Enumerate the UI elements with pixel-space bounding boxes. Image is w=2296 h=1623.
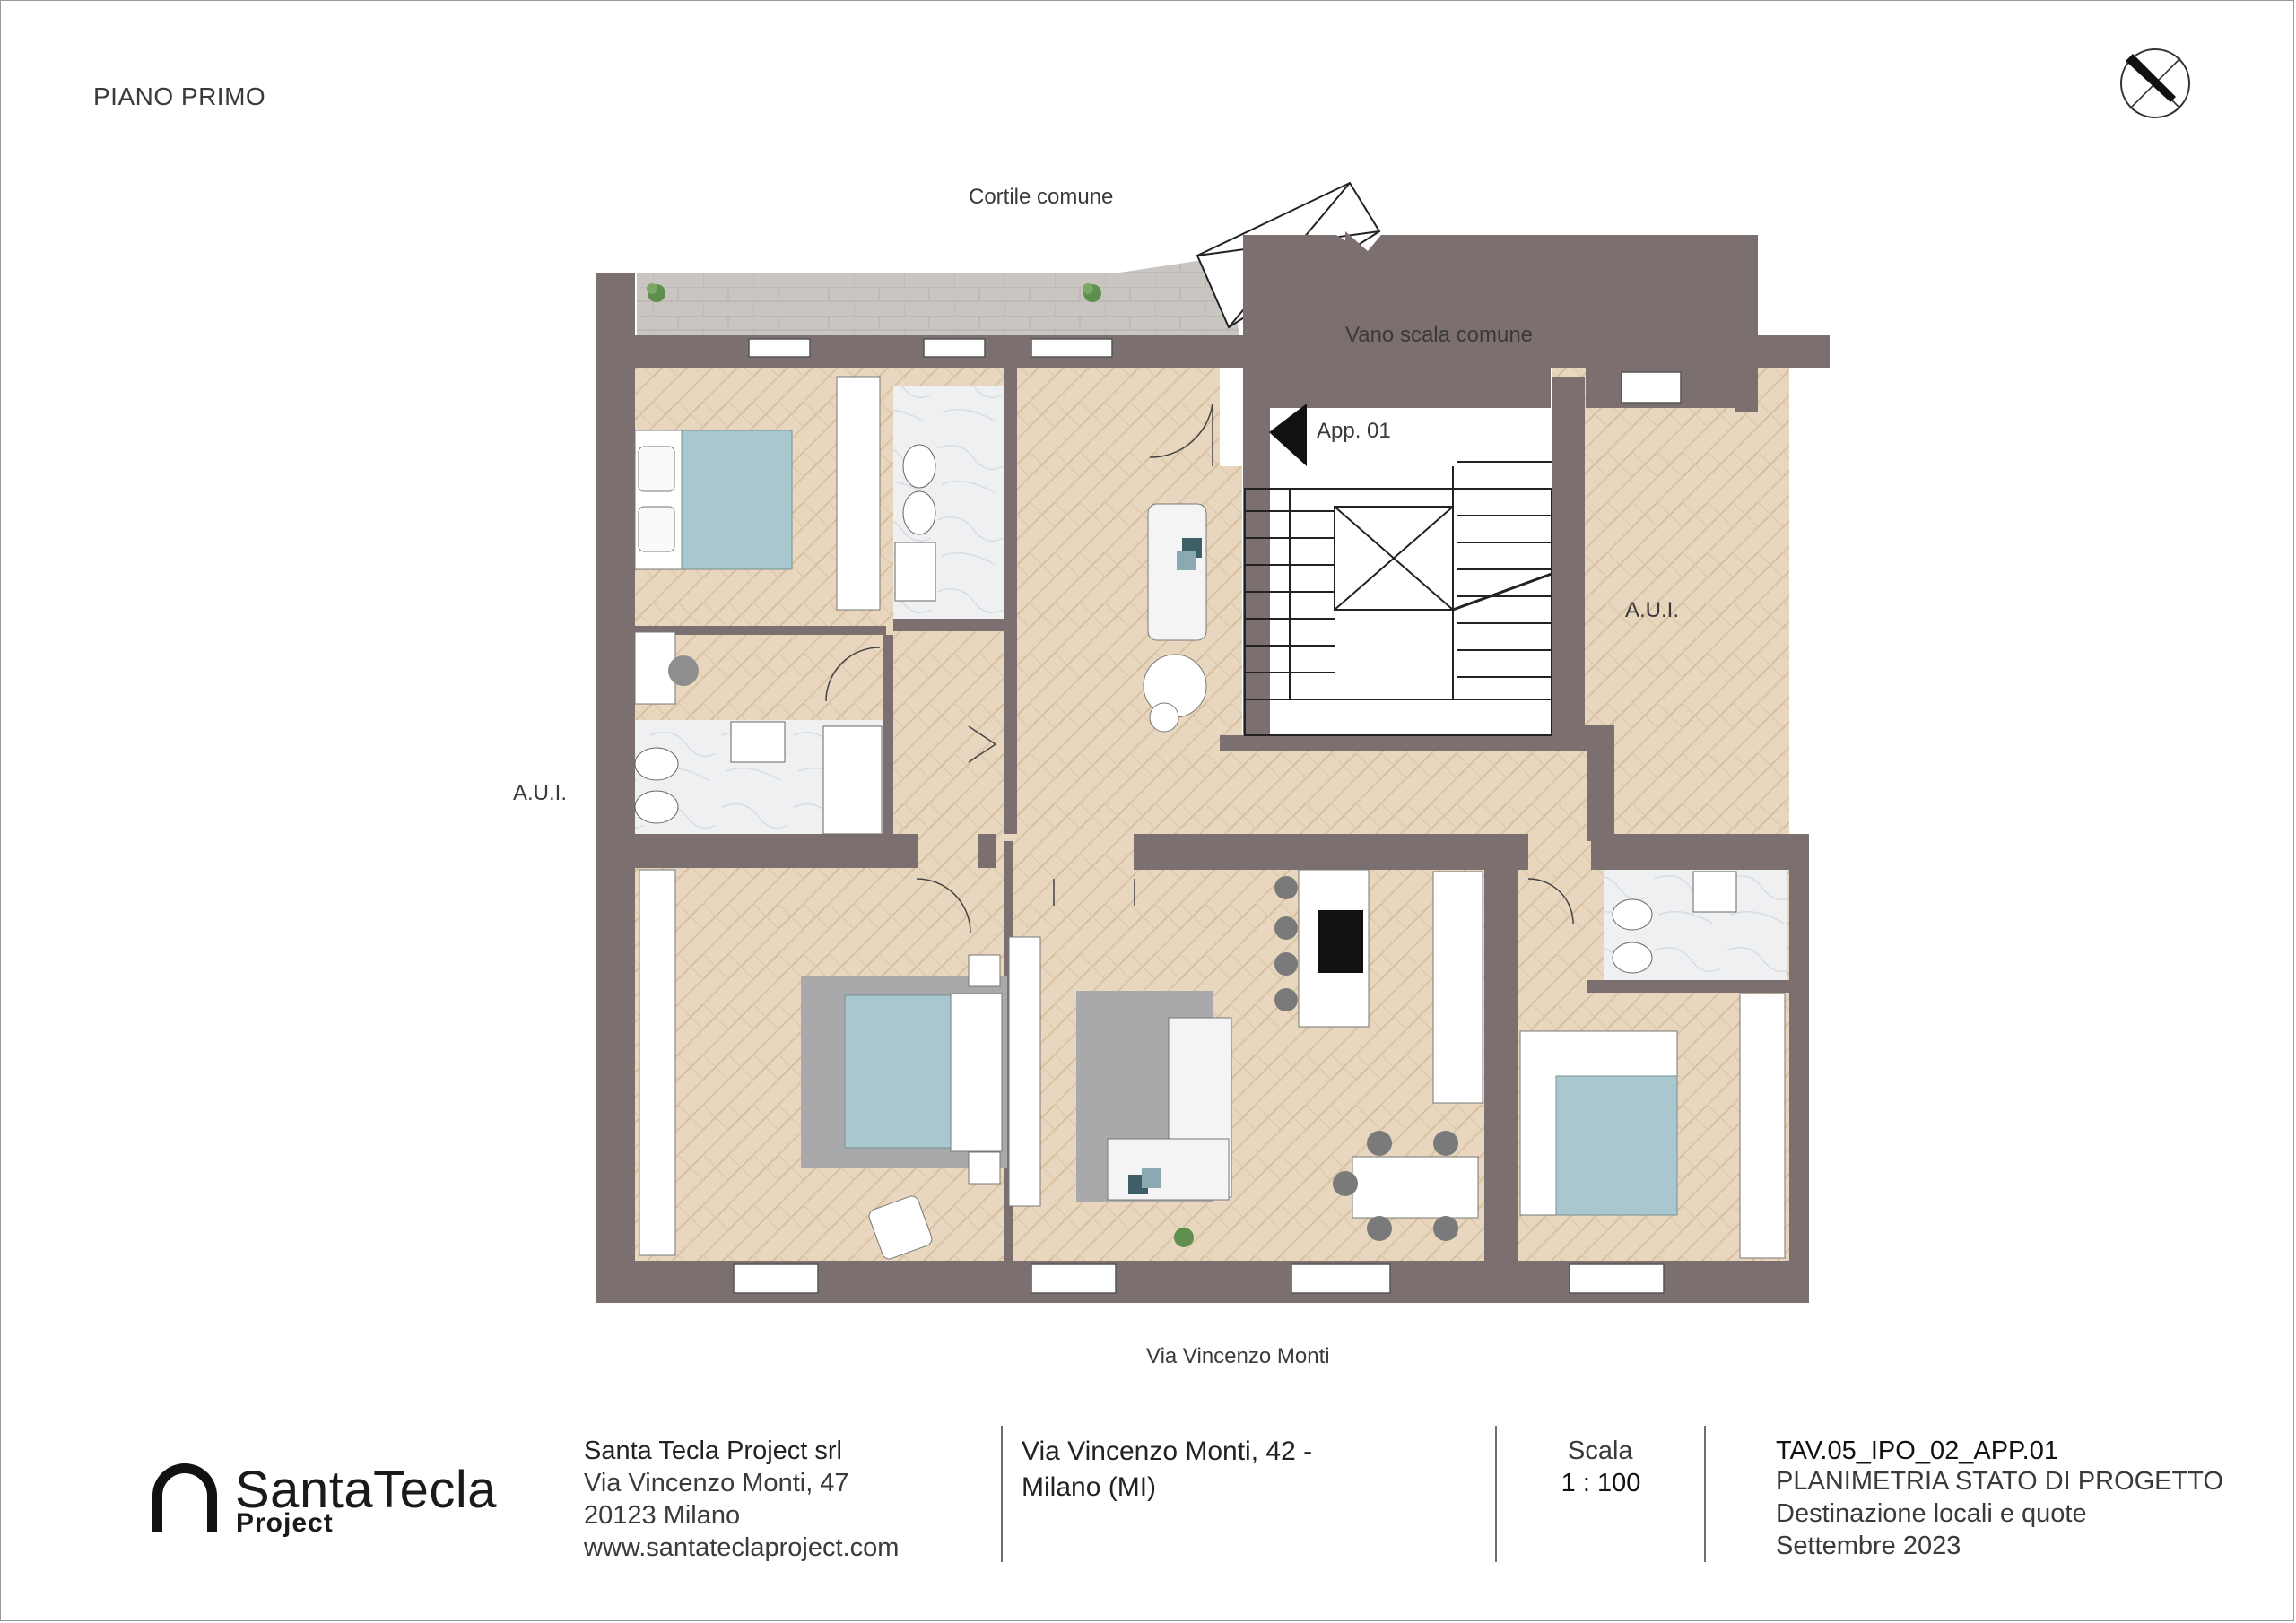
- label-aui-left: A.U.I.: [513, 781, 567, 805]
- scale-value: 1 : 100: [1561, 1469, 1641, 1497]
- stair-steps-right: [1457, 461, 1552, 678]
- scale-label: Scala: [1568, 1436, 1633, 1465]
- windows-bottom: [733, 1263, 1665, 1294]
- arch-logo-icon: [152, 1463, 217, 1532]
- divider-2: [1495, 1426, 1497, 1562]
- company-name: Santa Tecla Project srl: [584, 1436, 842, 1465]
- title-block: [0, 1417, 2296, 1623]
- stair-steps-left: [1245, 510, 1335, 673]
- divider-3: [1704, 1426, 1706, 1562]
- floor-label: PIANO PRIMO: [93, 82, 266, 110]
- chair-1: [668, 655, 699, 686]
- company-address: Via Vincenzo Monti, 47: [584, 1469, 849, 1497]
- windows-top: [748, 338, 1682, 404]
- bedroom-3: [1519, 993, 1786, 1259]
- label-stairwell: Vano scala comune: [1345, 323, 1533, 347]
- company-website: www.santateclaproject.com: [584, 1533, 900, 1562]
- drawing-code: TAV.05_IPO_02_APP.01: [1776, 1436, 2058, 1465]
- living-area: [1076, 991, 1232, 1202]
- divider-1: [1001, 1426, 1003, 1562]
- drawing-subtitle: Destinazione locali e quote: [1776, 1499, 2087, 1528]
- plant-terrace-right: [1083, 283, 1101, 302]
- brand-subtitle: Project: [236, 1508, 334, 1538]
- door-swings: [825, 403, 1574, 933]
- tv-unit: [1008, 936, 1041, 1207]
- bedroom-2: [639, 869, 1007, 1260]
- stairs: [1244, 461, 1552, 736]
- bed-1: [634, 430, 793, 570]
- label-courtyard: Cortile comune: [969, 185, 1113, 209]
- apartment-entry-arrow-icon: [1269, 404, 1307, 466]
- stool-small: [1149, 702, 1179, 733]
- wardrobe-1: [836, 376, 881, 611]
- project-address-line2: Milano (MI): [1022, 1472, 1157, 1502]
- dining-table: [1333, 1131, 1479, 1241]
- brand-name: SantaTecla: [235, 1461, 497, 1519]
- company-city: 20123 Milano: [584, 1501, 741, 1530]
- label-street: Via Vincenzo Monti: [1146, 1344, 1330, 1368]
- label-apartment: App. 01: [1317, 419, 1391, 443]
- terrace: [637, 256, 1239, 335]
- bathroom-2-fixtures: [634, 721, 883, 835]
- bathroom-3-fixtures: [1612, 871, 1737, 974]
- sofa-1: [1147, 503, 1207, 641]
- plant-terrace-left: [647, 283, 665, 302]
- drawing-title: PLANIMETRIA STATO DI PROGETTO: [1776, 1467, 2223, 1496]
- label-aui-right: A.U.I.: [1625, 598, 1679, 622]
- north-arrow-icon: [2120, 48, 2190, 118]
- plant-living: [1174, 1228, 1194, 1247]
- bathroom-1-fixtures: [894, 444, 936, 602]
- floor-plan: Cortile comune Vano scala comune App. 01…: [513, 181, 1830, 1368]
- drawing-date: Settembre 2023: [1776, 1532, 1961, 1560]
- kitchen-counter: [1432, 871, 1483, 1104]
- kitchen-island: [1274, 869, 1370, 1028]
- project-address-line1: Via Vincenzo Monti, 42 -: [1022, 1436, 1313, 1466]
